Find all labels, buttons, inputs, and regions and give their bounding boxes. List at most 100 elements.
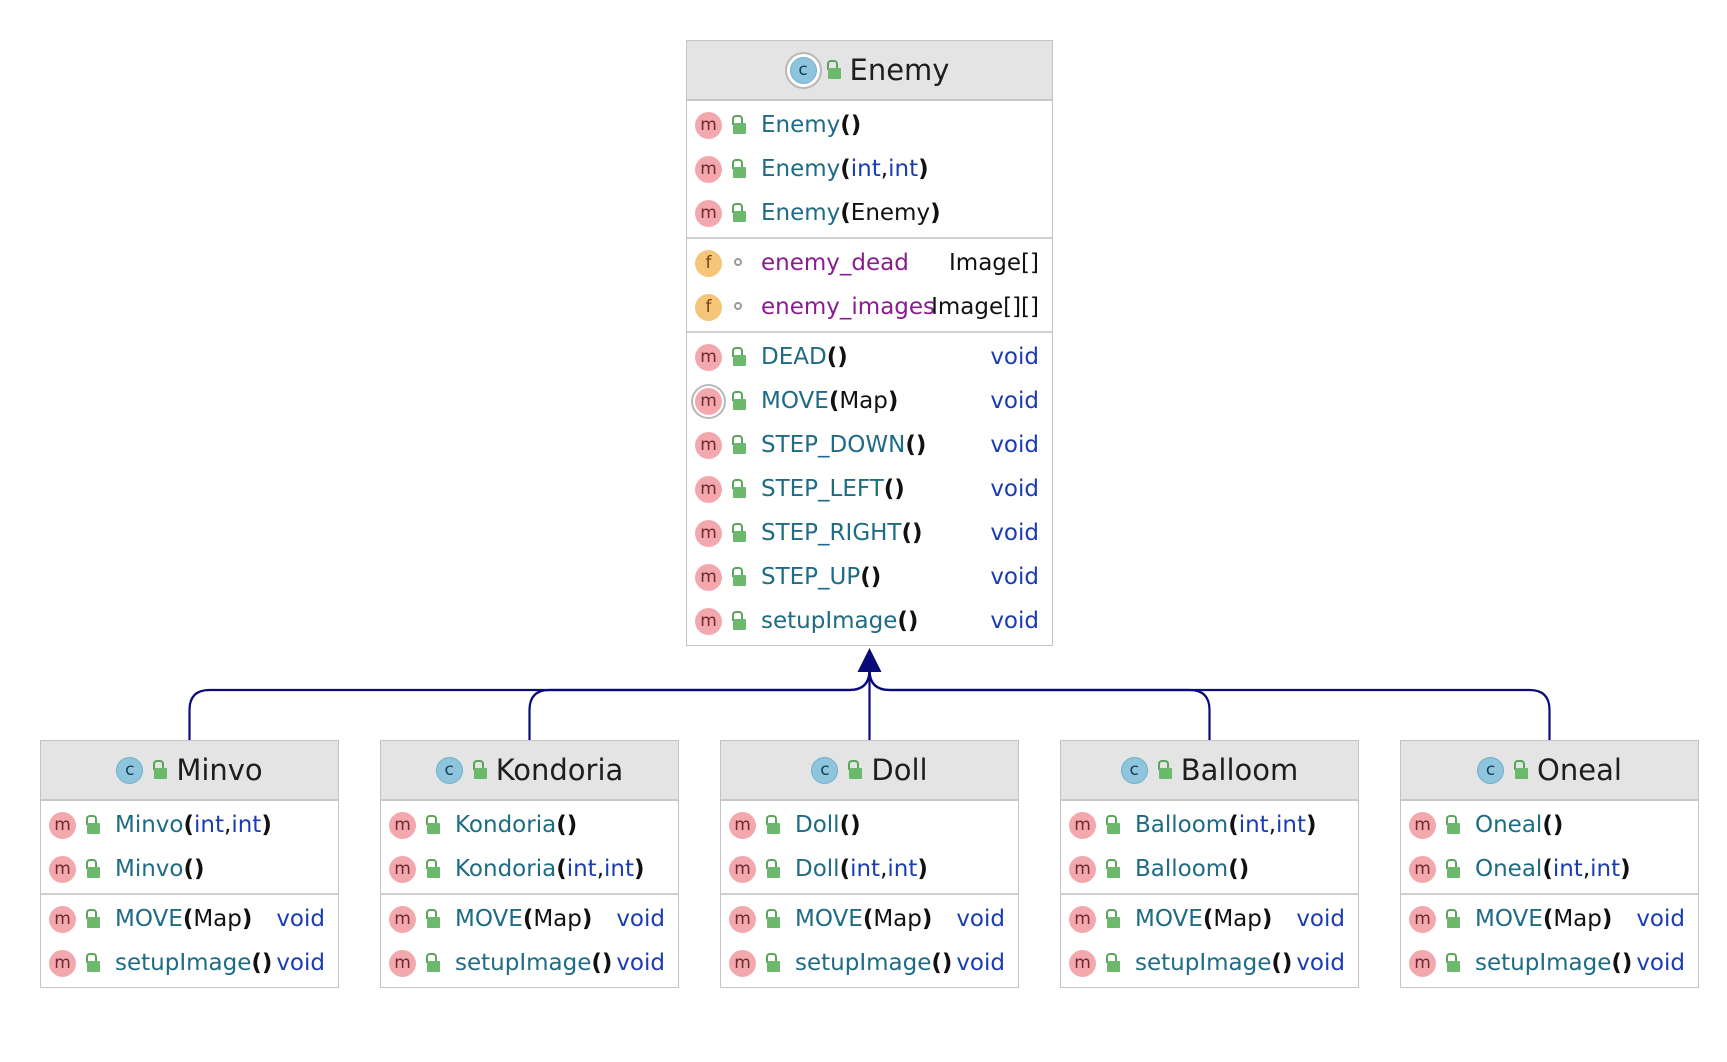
public-lock-icon <box>765 859 781 879</box>
method-name: MOVE <box>795 906 863 932</box>
paren-open: ( <box>1611 950 1622 976</box>
paren-open: ( <box>556 856 567 882</box>
paren-close: ) <box>912 520 923 546</box>
method-icon: m <box>695 155 722 183</box>
return-type: void <box>616 906 665 932</box>
paren-open: ( <box>839 856 851 882</box>
field-name: enemy_images <box>761 294 936 320</box>
public-lock-icon <box>731 159 747 179</box>
paren-open: ( <box>556 812 567 838</box>
constructor-name: Minvo <box>115 812 184 838</box>
paren-close: ) <box>194 856 205 882</box>
paren-close: ) <box>261 812 272 838</box>
method-icon: m <box>389 811 416 839</box>
method-name: STEP_RIGHT <box>761 520 902 546</box>
method-icon: m <box>49 905 76 933</box>
method-icon: m <box>1069 811 1096 839</box>
paren-open: ( <box>862 906 874 932</box>
method-name: MOVE <box>761 388 829 414</box>
paren-open: ( <box>840 200 851 226</box>
public-lock-icon <box>826 60 842 80</box>
return-type: void <box>276 950 325 976</box>
method-name: setupImage <box>115 950 252 976</box>
method-name: setupImage <box>761 608 898 634</box>
return-type: void <box>276 906 325 932</box>
class-name: Kondoria <box>495 753 624 787</box>
return-type: void <box>990 608 1039 634</box>
public-lock-icon <box>85 909 101 929</box>
method-name: MOVE <box>1475 906 1543 932</box>
field-type: Image[][] <box>931 294 1039 320</box>
paren-close: ) <box>918 156 929 182</box>
public-lock-icon <box>731 523 747 543</box>
paren-close: ) <box>1621 950 1633 976</box>
return-type: void <box>1636 950 1685 976</box>
param-type: Map <box>193 906 242 932</box>
class-icon: c <box>1120 756 1148 784</box>
class-name: Enemy <box>849 53 950 87</box>
package-private-icon <box>731 253 747 273</box>
method-name: STEP_LEFT <box>761 476 884 502</box>
class-icon: c <box>116 756 144 784</box>
method-icon: m <box>1409 905 1436 933</box>
method-icon: m <box>695 431 722 459</box>
public-lock-icon <box>765 815 781 835</box>
return-type: void <box>956 906 1005 932</box>
paren-open: ( <box>901 520 912 546</box>
return-type: void <box>1296 950 1345 976</box>
param-type: int <box>1590 856 1621 882</box>
param-type: Map <box>1553 906 1602 932</box>
class-name: Doll <box>871 753 928 787</box>
method-name: setupImage <box>795 950 932 976</box>
public-lock-icon <box>425 815 441 835</box>
public-lock-icon <box>1157 760 1173 780</box>
method-icon: m <box>389 855 416 883</box>
class-icon: c <box>811 756 839 784</box>
return-type: void <box>956 950 1005 976</box>
